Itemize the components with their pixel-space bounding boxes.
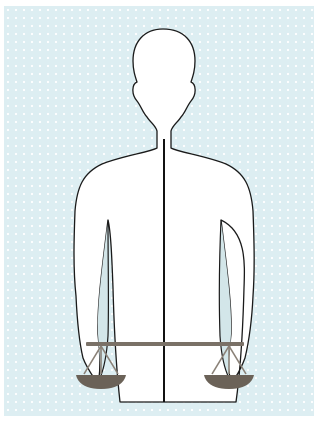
- diagram-frame: [4, 6, 314, 416]
- body-balance-diagram: [4, 6, 314, 416]
- scale-beam: [86, 342, 244, 346]
